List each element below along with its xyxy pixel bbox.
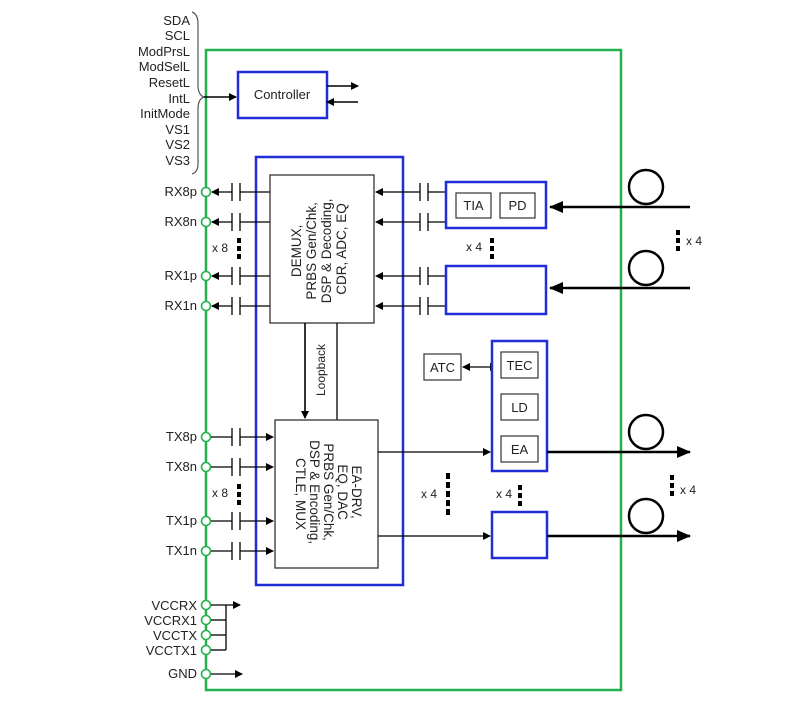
dsp-rx-line-4: CDR, ADC, EQ xyxy=(334,203,349,295)
rx-x4-label: x 4 xyxy=(466,240,482,254)
tx-electrical-lines xyxy=(211,428,274,560)
dsp-rx-line-1: DEMUX, xyxy=(289,225,304,278)
pin-modprsl: ModPrsL xyxy=(138,44,190,59)
dsp-rx-text: DEMUX, PRBS Gen/Chk, DSP & Decoding, CDR… xyxy=(289,195,349,304)
pin-gnd: GND xyxy=(168,666,197,681)
pin-sda: SDA xyxy=(163,13,190,28)
tec-block xyxy=(500,351,539,379)
tx-pins: TX8p TX8n TX1p TX1n xyxy=(166,429,212,558)
tx-x8-label: x 8 xyxy=(212,486,228,500)
dsp-tx-line-4: DSP & Encoding, xyxy=(307,440,322,544)
pin-tx8n: TX8n xyxy=(166,459,197,474)
rx-optical-to-dsp-lines xyxy=(375,183,446,315)
tx-x8-dots xyxy=(237,484,241,505)
pin-rx1p: RX1p xyxy=(164,268,197,283)
tosa-block-lane1 xyxy=(490,510,549,560)
pin-intl: IntL xyxy=(168,91,190,106)
tx-x4-left-label: x 4 xyxy=(421,487,437,501)
power-bus-lines xyxy=(211,601,241,651)
rx-fiber-x4-label: x 4 xyxy=(686,234,702,248)
rx-fibers xyxy=(549,168,690,294)
dsp-rx-line-2: PRBS Gen/Chk, xyxy=(304,202,319,300)
tia-label: TIA xyxy=(463,198,484,213)
pd-block xyxy=(499,192,536,219)
dsp-rx-block xyxy=(269,174,375,324)
atc-label: ATC xyxy=(430,360,455,375)
power-pins: VCCRX VCCRX1 VCCTX VCCTX1 xyxy=(144,598,212,658)
ld-block xyxy=(500,393,539,421)
dsp-tx-line-2: EQ, DAC xyxy=(335,464,350,520)
ea-label: EA xyxy=(511,442,529,457)
pin-vcctx: VCCTX xyxy=(153,628,197,643)
pin-rx8n: RX8n xyxy=(164,214,197,229)
pin-vccrx1: VCCRX1 xyxy=(144,613,197,628)
dsp-tx-line-5: CTLE, MUX xyxy=(293,458,308,530)
rx-fiber-x4-dots xyxy=(676,230,680,251)
rx-x8-label: x 8 xyxy=(212,241,228,255)
tx-fibers xyxy=(547,413,691,542)
dsp-asic-outline xyxy=(254,155,405,587)
dsp-rx-line-3: DSP & Decoding, xyxy=(319,198,334,303)
pin-vs1: VS1 xyxy=(165,122,190,137)
rx-electrical-lines xyxy=(211,183,270,315)
loopback-label: Loopback xyxy=(314,343,328,396)
rx-pins: RX8p RX8n RX1p RX1n xyxy=(164,184,212,313)
pin-scl: SCL xyxy=(165,28,190,43)
control-pin-labels: SDA SCL ModPrsL ModSelL ResetL IntL Init… xyxy=(138,13,190,168)
tx-fiber-x4-dots xyxy=(670,475,674,496)
pin-vcctx1: VCCTX1 xyxy=(146,643,197,658)
pin-modsell: ModSelL xyxy=(139,59,190,74)
tia-block xyxy=(455,192,492,219)
pd-label: PD xyxy=(508,198,526,213)
rx-x4-dots xyxy=(490,238,494,259)
pin-vs3: VS3 xyxy=(165,153,190,168)
module-outline xyxy=(204,48,623,692)
tx-x4-left-dots xyxy=(446,473,450,515)
dsp-tx-block xyxy=(274,419,379,569)
pin-rx8p: RX8p xyxy=(164,184,197,199)
pin-tx1n: TX1n xyxy=(166,543,197,558)
pin-vccrx: VCCRX xyxy=(151,598,197,613)
ld-label: LD xyxy=(511,400,528,415)
controller-label: Controller xyxy=(254,87,311,102)
pin-rx1n: RX1n xyxy=(164,298,197,313)
rosa-block-lane1 xyxy=(444,264,548,316)
pin-tx8p: TX8p xyxy=(166,429,197,444)
tx-x4-mid-dots xyxy=(518,485,522,506)
rx-x8-dots xyxy=(237,238,241,259)
dsp-tx-line-3: PRBS Gen/Chk, xyxy=(321,443,336,541)
dsp-tx-text: EA-DRV, EQ, DAC PRBS Gen/Chk, DSP & Enco… xyxy=(293,440,364,548)
pin-resetl: ResetL xyxy=(149,75,190,90)
pin-vs2: VS2 xyxy=(165,137,190,152)
dsp-tx-line-1: EA-DRV, xyxy=(349,465,364,518)
tx-fiber-x4-label: x 4 xyxy=(680,483,696,497)
pin-initmode: InitMode xyxy=(140,106,190,121)
tec-label: TEC xyxy=(507,358,533,373)
atc-block xyxy=(423,353,462,381)
ea-block xyxy=(500,435,539,463)
control-brace xyxy=(191,11,206,175)
controller-block xyxy=(236,70,329,120)
pin-tx1p: TX1p xyxy=(166,513,197,528)
gnd-pin-circle xyxy=(200,668,212,680)
tx-x4-mid-label: x 4 xyxy=(496,487,512,501)
